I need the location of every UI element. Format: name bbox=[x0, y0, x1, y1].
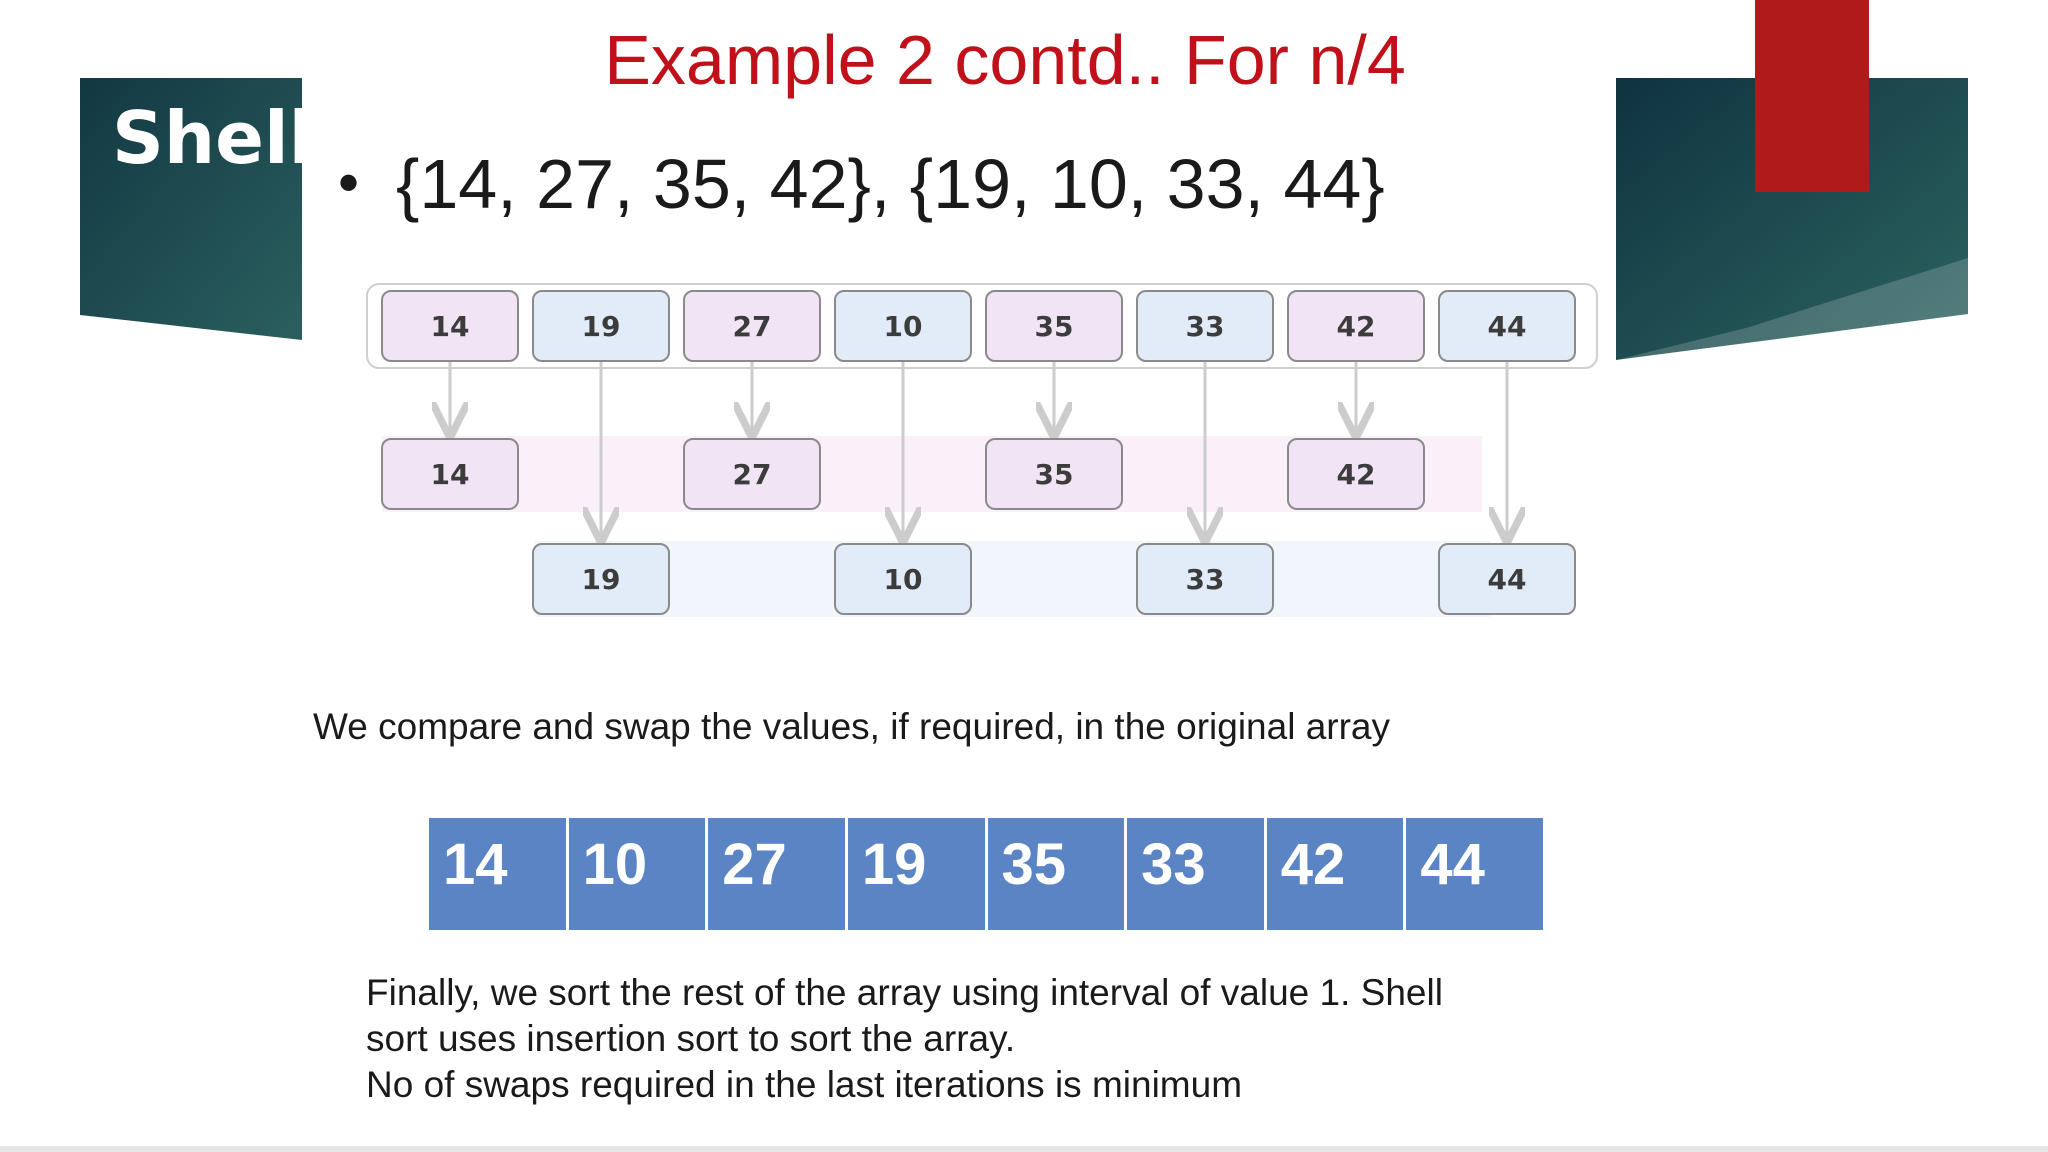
result-array-cell: 14 bbox=[443, 832, 508, 897]
original-box: 10 bbox=[834, 290, 972, 362]
section-banner-right bbox=[1616, 78, 1968, 360]
sublist-a-box: 14 bbox=[381, 438, 519, 510]
gap-sublist-diagram: 14 19 27 10 35 33 42 44 14 27 35 42 19 10 33 44 bbox=[366, 283, 1598, 617]
explanation-line-3: No of swaps required in the last iterati… bbox=[366, 1064, 1243, 1105]
box-value: 19 bbox=[582, 310, 621, 343]
explanation-line-1: Finally, we sort the rest of the array u… bbox=[366, 972, 1443, 1013]
result-array-cell: 33 bbox=[1124, 818, 1264, 930]
box-value: 33 bbox=[1186, 563, 1225, 596]
explanation-compare-swap: We compare and swap the values, if requi… bbox=[313, 706, 1390, 747]
result-array-cell: 44 bbox=[1403, 818, 1543, 930]
sublist-a-box: 42 bbox=[1287, 438, 1425, 510]
explanation-final-pass: Finally, we sort the rest of the array u… bbox=[366, 970, 1443, 1108]
result-array-cell: 35 bbox=[984, 818, 1125, 930]
result-array-cell: 19 bbox=[844, 818, 985, 930]
sublist-a-box: 35 bbox=[985, 438, 1123, 510]
box-value: 44 bbox=[1488, 310, 1527, 343]
box-value: 14 bbox=[431, 310, 470, 343]
box-value: 35 bbox=[1035, 310, 1074, 343]
box-value: 33 bbox=[1186, 310, 1225, 343]
original-box: 44 bbox=[1438, 290, 1576, 362]
sublist-band-b bbox=[535, 541, 1490, 617]
original-box: 27 bbox=[683, 290, 821, 362]
box-value: 27 bbox=[733, 458, 772, 491]
original-box: 42 bbox=[1287, 290, 1425, 362]
box-value: 44 bbox=[1488, 563, 1527, 596]
section-banner-left bbox=[80, 78, 302, 340]
section-title: Shell bbox=[112, 96, 314, 180]
sublist-b-box: 19 bbox=[532, 543, 670, 615]
original-array-frame bbox=[366, 283, 1598, 369]
sublist-b-box: 44 bbox=[1438, 543, 1576, 615]
slide-title: Example 2 contd.. For n/4 bbox=[604, 21, 1406, 99]
result-array-cell: 10 bbox=[565, 818, 706, 930]
result-array-cell: 42 bbox=[1263, 818, 1404, 930]
box-value: 10 bbox=[884, 563, 923, 596]
sublist-a-box: 27 bbox=[683, 438, 821, 510]
sublist-b-box: 10 bbox=[834, 543, 972, 615]
sublist-b-box: 33 bbox=[1136, 543, 1274, 615]
bullet-text: {14, 27, 35, 42}, {19, 10, 33, 44} bbox=[396, 145, 1385, 223]
original-box: 33 bbox=[1136, 290, 1274, 362]
box-value: 42 bbox=[1337, 310, 1376, 343]
box-value: 35 bbox=[1035, 458, 1074, 491]
box-value: 14 bbox=[431, 458, 470, 491]
box-value: 42 bbox=[1337, 458, 1376, 491]
result-array-cell: 27 bbox=[705, 818, 845, 930]
explanation-line-2: sort uses insertion sort to sort the arr… bbox=[366, 1018, 1016, 1059]
bullet-marker: • bbox=[338, 149, 360, 216]
original-box: 19 bbox=[532, 290, 670, 362]
box-value: 19 bbox=[582, 563, 621, 596]
box-value: 27 bbox=[733, 310, 772, 343]
original-box: 35 bbox=[985, 290, 1123, 362]
box-value: 10 bbox=[884, 310, 923, 343]
accent-tab bbox=[1755, 0, 1869, 192]
bottom-rule bbox=[0, 1146, 2048, 1152]
original-box: 14 bbox=[381, 290, 519, 362]
